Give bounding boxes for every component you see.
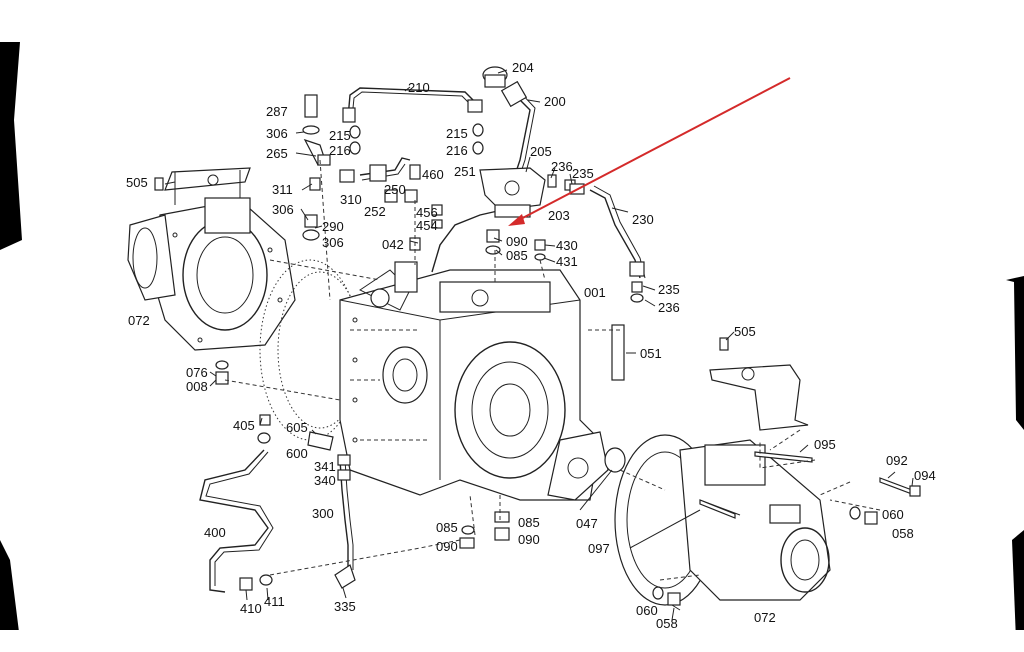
label-051: 051 bbox=[640, 346, 662, 361]
label-230: 230 bbox=[632, 212, 654, 227]
label-335: 335 bbox=[334, 599, 356, 614]
right-bracket bbox=[709, 337, 809, 431]
label-306: 306 bbox=[266, 126, 288, 141]
label-072: 072 bbox=[128, 313, 150, 328]
label-431: 431 bbox=[556, 254, 578, 269]
assembly-guides bbox=[224, 159, 881, 581]
label-205: 205 bbox=[530, 144, 552, 159]
label-203: 203 bbox=[548, 208, 570, 223]
label-216: 216 bbox=[329, 143, 351, 158]
pipes bbox=[199, 80, 646, 593]
label-252: 252 bbox=[364, 204, 386, 219]
label-411: 411 bbox=[264, 594, 285, 609]
label-341: 341 bbox=[314, 459, 336, 474]
label-306: 306 bbox=[322, 235, 344, 250]
label-060: 060 bbox=[636, 603, 658, 618]
label-505: 505 bbox=[126, 175, 148, 190]
label-306: 306 bbox=[272, 202, 294, 217]
label-076: 076 bbox=[186, 365, 208, 380]
label-236: 236 bbox=[551, 159, 573, 174]
label-090: 090 bbox=[506, 234, 528, 249]
left-flange-housing bbox=[127, 167, 296, 351]
fittings bbox=[154, 66, 921, 606]
label-210: 210 bbox=[408, 80, 430, 95]
label-204: 204 bbox=[512, 60, 534, 75]
label-216: 216 bbox=[446, 143, 468, 158]
label-200: 200 bbox=[544, 94, 566, 109]
part-number-labels: 204 200 210 287 306 215 216 265 215 216 … bbox=[126, 60, 936, 631]
label-265: 265 bbox=[266, 146, 288, 161]
label-090: 090 bbox=[518, 532, 540, 547]
label-058: 058 bbox=[656, 616, 678, 631]
label-094: 094 bbox=[914, 468, 936, 483]
label-215: 215 bbox=[329, 128, 351, 143]
label-047: 047 bbox=[576, 516, 598, 531]
label-235: 235 bbox=[658, 282, 680, 297]
label-085: 085 bbox=[436, 520, 458, 535]
label-235: 235 bbox=[572, 166, 594, 181]
label-072: 072 bbox=[754, 610, 776, 625]
label-058: 058 bbox=[892, 526, 914, 541]
label-456: 456 bbox=[416, 205, 438, 220]
label-400: 400 bbox=[204, 525, 226, 540]
label-460: 460 bbox=[422, 167, 444, 182]
label-001: 001 bbox=[584, 285, 606, 300]
label-236: 236 bbox=[658, 300, 680, 315]
label-311: 311 bbox=[272, 182, 293, 197]
leader-lines bbox=[164, 69, 914, 621]
label-095: 095 bbox=[814, 437, 836, 452]
label-405: 405 bbox=[233, 418, 255, 433]
red-arrow-annotation bbox=[508, 77, 791, 226]
label-300: 300 bbox=[312, 506, 334, 521]
label-251: 251 bbox=[454, 164, 476, 179]
main-transmission-housing bbox=[259, 259, 609, 501]
scan-border bbox=[0, 42, 1024, 652]
label-097: 097 bbox=[588, 541, 610, 556]
label-215: 215 bbox=[446, 126, 468, 141]
label-092: 092 bbox=[886, 453, 908, 468]
label-060: 060 bbox=[882, 507, 904, 522]
label-600: 600 bbox=[286, 446, 308, 461]
label-410: 410 bbox=[240, 601, 262, 616]
label-454: 454 bbox=[416, 218, 438, 233]
label-085: 085 bbox=[506, 248, 528, 263]
label-310: 310 bbox=[340, 192, 362, 207]
label-042: 042 bbox=[382, 237, 404, 252]
label-605: 605 bbox=[286, 420, 308, 435]
label-085: 085 bbox=[518, 515, 540, 530]
label-290: 290 bbox=[322, 219, 344, 234]
label-287: 287 bbox=[266, 104, 288, 119]
label-008: 008 bbox=[186, 379, 208, 394]
label-250: 250 bbox=[384, 182, 406, 197]
label-505: 505 bbox=[734, 324, 756, 339]
label-340: 340 bbox=[314, 473, 336, 488]
label-430: 430 bbox=[556, 238, 578, 253]
label-090: 090 bbox=[436, 539, 458, 554]
